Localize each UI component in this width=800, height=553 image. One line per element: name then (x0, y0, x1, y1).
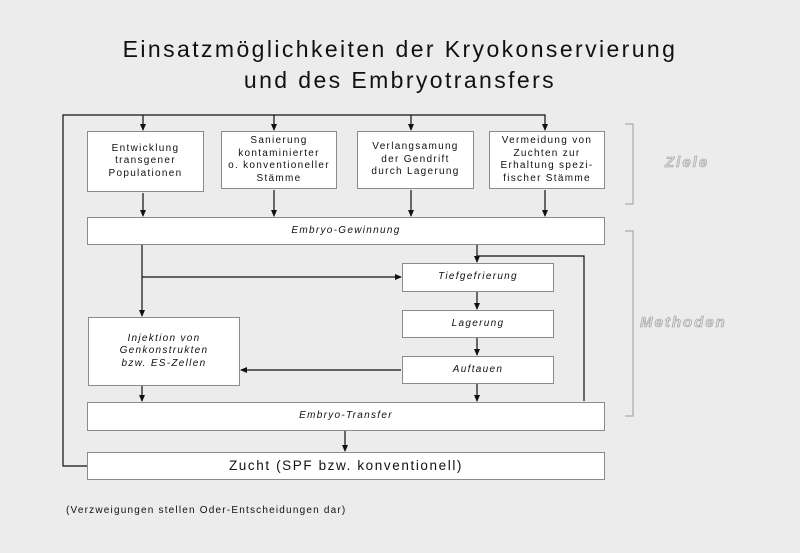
auftauen-label: Auftauen (452, 363, 504, 375)
goal-box-sanierung: Sanierung kontaminierter o. konventionel… (221, 131, 337, 189)
embryo-transfer-box: Embryo-Transfer (87, 402, 605, 431)
goal-box-transgene-populationen: Entwicklung transgener Populationen (87, 131, 204, 192)
title-line-1: Einsatzmöglichkeiten der Kryokonservieru… (122, 36, 678, 62)
ziele-bracket (625, 123, 634, 205)
goal-box-gendrift: Verlangsamung der Gendrift durch Lagerun… (357, 131, 474, 189)
title-line-2: und des Embryotransfers (243, 67, 557, 93)
tiefgefrierung-box: Tiefgefrierung (402, 263, 554, 292)
methoden-side-label: Methoden (640, 314, 727, 332)
tiefgefrierung-label: Tiefgefrierung (438, 271, 518, 283)
goal-label: Vermeidung von Zuchten zur Erhaltung spe… (500, 135, 594, 184)
footnote: (Verzweigungen stellen Oder-Entscheidung… (66, 505, 347, 516)
injektion-box: Injektion von Genkonstrukten bzw. ES-Zel… (88, 317, 240, 386)
goal-label: Verlangsamung der Gendrift durch Lagerun… (371, 141, 460, 178)
feedback-loop-line (62, 114, 548, 467)
goal-label: Entwicklung transgener Populationen (108, 142, 183, 179)
embryo-gewinnung-box: Embryo-Gewinnung (87, 217, 605, 245)
zucht-label: Zucht (SPF bzw. konventionell) (228, 457, 464, 473)
lagerung-label: Lagerung (451, 317, 505, 329)
diagram-title: Einsatzmöglichkeiten der Kryokonservieru… (0, 34, 800, 96)
goal-box-vermeidung-von-zuchten: Vermeidung von Zuchten zur Erhaltung spe… (489, 131, 605, 189)
embryo-transfer-label: Embryo-Transfer (299, 410, 393, 422)
zucht-box: Zucht (SPF bzw. konventionell) (87, 452, 605, 480)
methoden-bracket (625, 230, 634, 417)
ziele-side-label: Ziele (665, 154, 710, 172)
transfer-loop-line (474, 255, 585, 401)
injektion-label: Injektion von Genkonstrukten bzw. ES-Zel… (119, 332, 209, 369)
goal-label: Sanierung kontaminierter o. konventionel… (228, 135, 330, 184)
auftauen-box: Auftauen (402, 356, 554, 384)
lagerung-box: Lagerung (402, 310, 554, 338)
embryo-gewinnung-label: Embryo-Gewinnung (291, 224, 401, 236)
